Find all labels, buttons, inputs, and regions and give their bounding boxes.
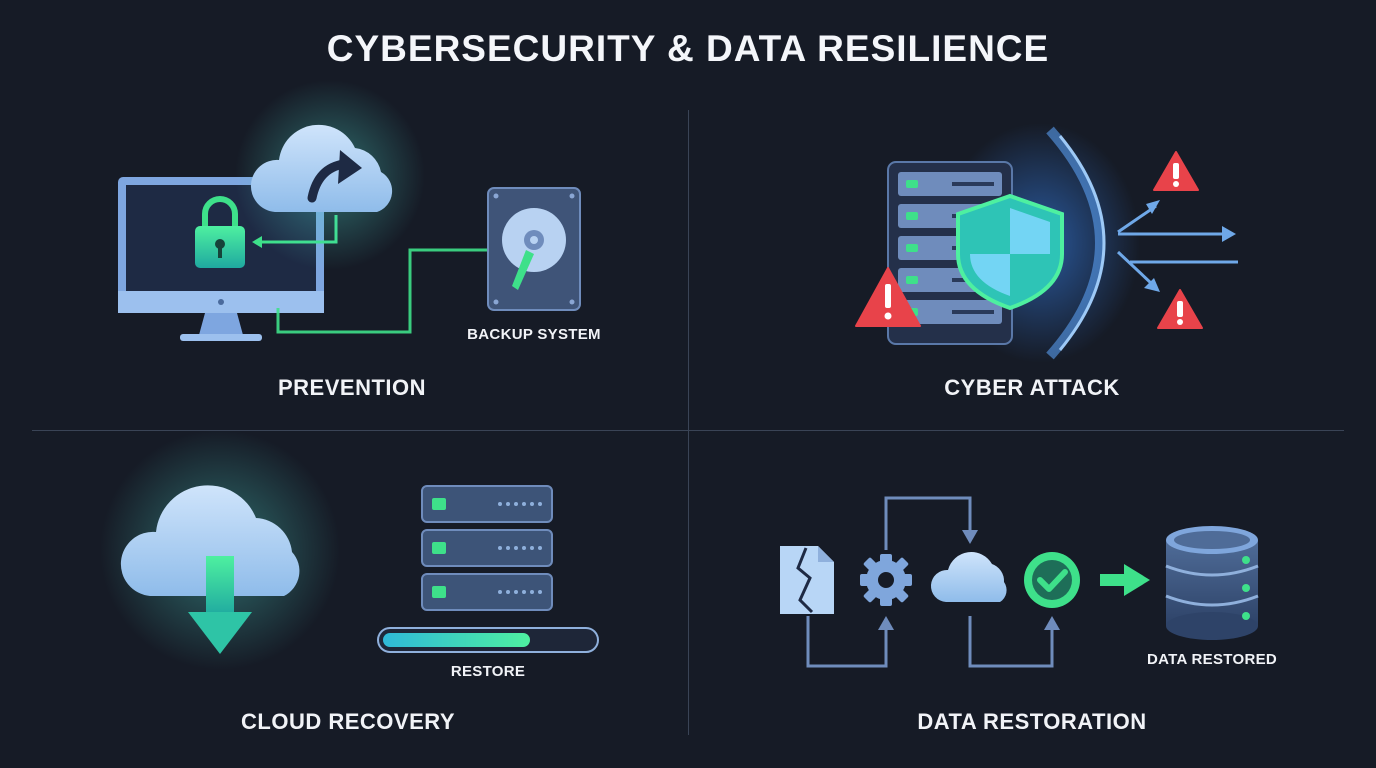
hard-drive-icon (487, 187, 581, 311)
cloud-icon (930, 552, 1007, 602)
data-restoration-label: DATA RESTORATION (917, 709, 1147, 734)
shield-icon (956, 193, 1064, 311)
restore-label: RESTORE (450, 663, 526, 680)
gear-icon (860, 554, 912, 606)
arrow-icon (1116, 200, 1238, 292)
vertical-divider (688, 110, 689, 735)
lock-icon (195, 196, 245, 268)
warning-icon (855, 267, 921, 327)
data-restoration-panel (780, 496, 1259, 668)
cloud-download-icon (120, 485, 300, 654)
cloud-upload-icon (250, 124, 393, 212)
progress-bar (377, 627, 599, 653)
data-restored-label: DATA RESTORED (1146, 651, 1278, 668)
arrow-icon (252, 236, 262, 248)
progress-fill (383, 633, 530, 647)
check-icon (1024, 552, 1080, 608)
server-icon (421, 485, 553, 611)
cyber-attack-label: CYBER ATTACK (944, 375, 1120, 400)
cloud-recovery-label: CLOUD RECOVERY (241, 709, 455, 734)
arrow-icon (1100, 564, 1150, 596)
warning-icon (1157, 289, 1203, 329)
prevention-label: PREVENTION (277, 375, 427, 400)
horizontal-divider (32, 430, 1344, 431)
backup-system-label: BACKUP SYSTEM (467, 326, 601, 343)
prevention-panel (118, 80, 581, 341)
backup-link (276, 248, 490, 334)
cloud-recovery-panel (100, 430, 599, 670)
warning-icon (1153, 151, 1199, 191)
database-icon (1165, 526, 1259, 640)
cyber-attack-panel (855, 123, 1238, 363)
page-title: CYBERSECURITY & DATA RESILIENCE (326, 28, 1050, 69)
broken-file-icon (780, 546, 834, 614)
